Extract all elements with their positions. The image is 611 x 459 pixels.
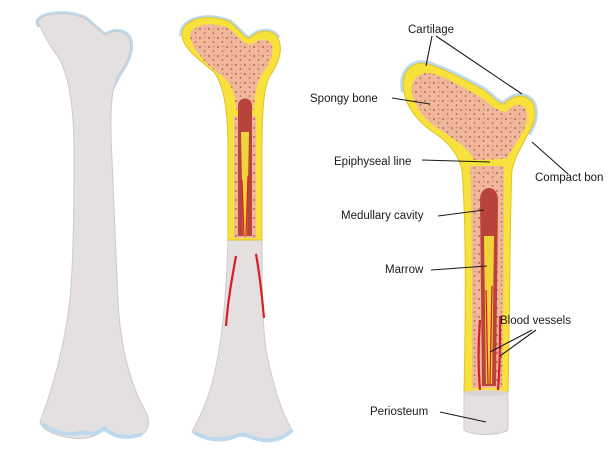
label-blood-vessels: Blood vessels bbox=[500, 315, 571, 327]
label-cartilage: Cartilage bbox=[408, 24, 454, 36]
section-bone-lower-shaft bbox=[192, 240, 292, 440]
label-compact-bone: Compact bon bbox=[535, 172, 603, 184]
label-spongy-bone: Spongy bone bbox=[310, 93, 378, 105]
label-marrow: Marrow bbox=[385, 264, 424, 276]
compact-bone-leader bbox=[532, 142, 568, 174]
label-medullary-cavity: Medullary cavity bbox=[341, 210, 424, 222]
labeled-periosteum-shaft bbox=[464, 392, 508, 435]
partial-section-bone-illustration bbox=[182, 18, 292, 441]
label-epiphyseal-line: Epiphyseal line bbox=[334, 156, 411, 168]
label-periosteum: Periosteum bbox=[370, 406, 428, 418]
whole-bone-shape bbox=[38, 14, 148, 439]
labeled-shaft-cut bbox=[464, 390, 508, 396]
labeled-section-bone-illustration bbox=[403, 63, 535, 434]
whole-bone-illustration bbox=[38, 14, 148, 439]
